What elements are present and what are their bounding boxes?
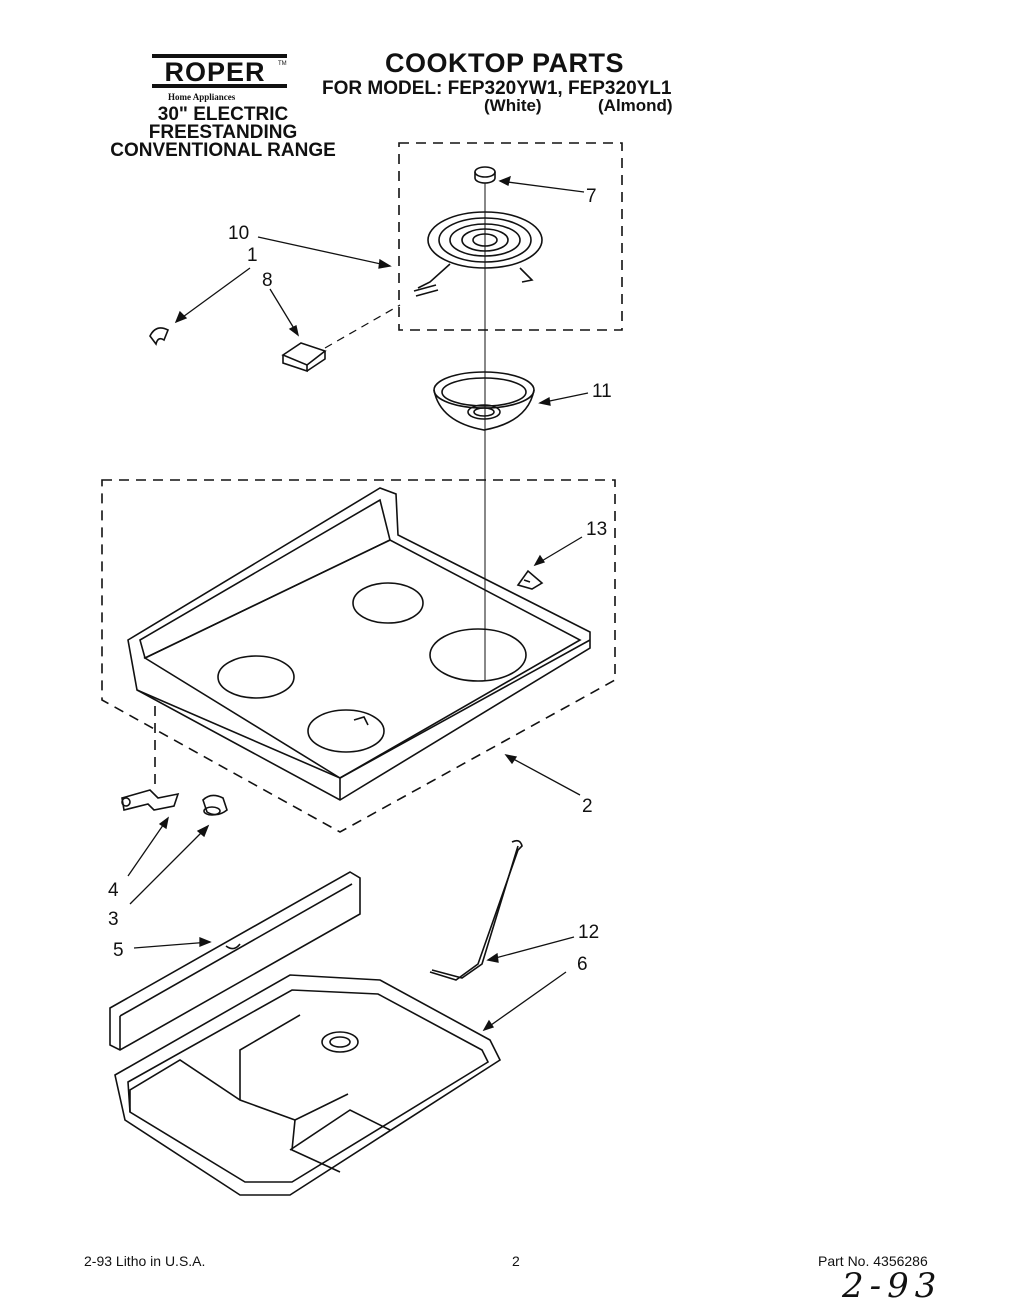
- part-3-cylinder: [202, 794, 228, 816]
- callout-12: 12: [578, 922, 600, 943]
- callout-4: 4: [108, 880, 119, 901]
- part-7-cap: [474, 166, 496, 184]
- handwritten-date: 2-93: [842, 1266, 943, 1306]
- part-6-burner-box: [114, 974, 502, 1196]
- logo-text: ROPER: [164, 57, 265, 87]
- part-2-cooktop: [127, 487, 591, 801]
- part-13-bracket: [516, 569, 544, 590]
- litho-note: 2-93 Litho in U.S.A.: [84, 1253, 206, 1269]
- callout-6: 6: [577, 954, 588, 975]
- trademark: TM: [278, 61, 287, 67]
- callout-8: 8: [262, 270, 273, 291]
- callout-7: 7: [586, 186, 597, 207]
- part-5-panel: [109, 871, 361, 1051]
- roper-logo: ROPER TM: [152, 54, 287, 88]
- callout-5: 5: [113, 940, 124, 961]
- page-title: COOKTOP PARTS: [385, 48, 625, 78]
- part-11-drip-bowl: [433, 371, 535, 431]
- logo-tagline: Home Appliances: [168, 92, 236, 102]
- color-white-label: (White): [484, 96, 542, 115]
- cooktop-group-box: [101, 479, 616, 833]
- page-number: 2: [512, 1253, 520, 1269]
- callout-10: 10: [228, 223, 250, 244]
- product-line-2: FREESTANDING: [148, 122, 298, 143]
- callout-1: 1: [247, 245, 258, 266]
- product-line-1: 30" ELECTRIC: [157, 104, 289, 125]
- part-10-surface-element: [413, 211, 543, 297]
- part-1-clip: [149, 327, 170, 346]
- color-almond-label: (Almond): [598, 96, 673, 115]
- part-8-terminal-block: [281, 304, 401, 373]
- part-4-connector: [121, 789, 180, 811]
- callout-2: 2: [582, 796, 593, 817]
- leader-lines: [127, 175, 589, 1032]
- callout-11: 11: [592, 381, 612, 402]
- part-number: Part No. 4356286: [818, 1253, 928, 1269]
- callout-13: 13: [586, 519, 608, 540]
- model-line: FOR MODEL: FEP320YW1, FEP320YL1: [322, 78, 672, 99]
- callout-3: 3: [108, 909, 119, 930]
- surface-unit-group-box: [398, 142, 623, 331]
- product-line-3: CONVENTIONAL RANGE: [110, 140, 336, 161]
- part-12-rod: [429, 839, 523, 981]
- product-description: 30" ELECTRIC FREESTANDING CONVENTIONAL R…: [98, 104, 348, 161]
